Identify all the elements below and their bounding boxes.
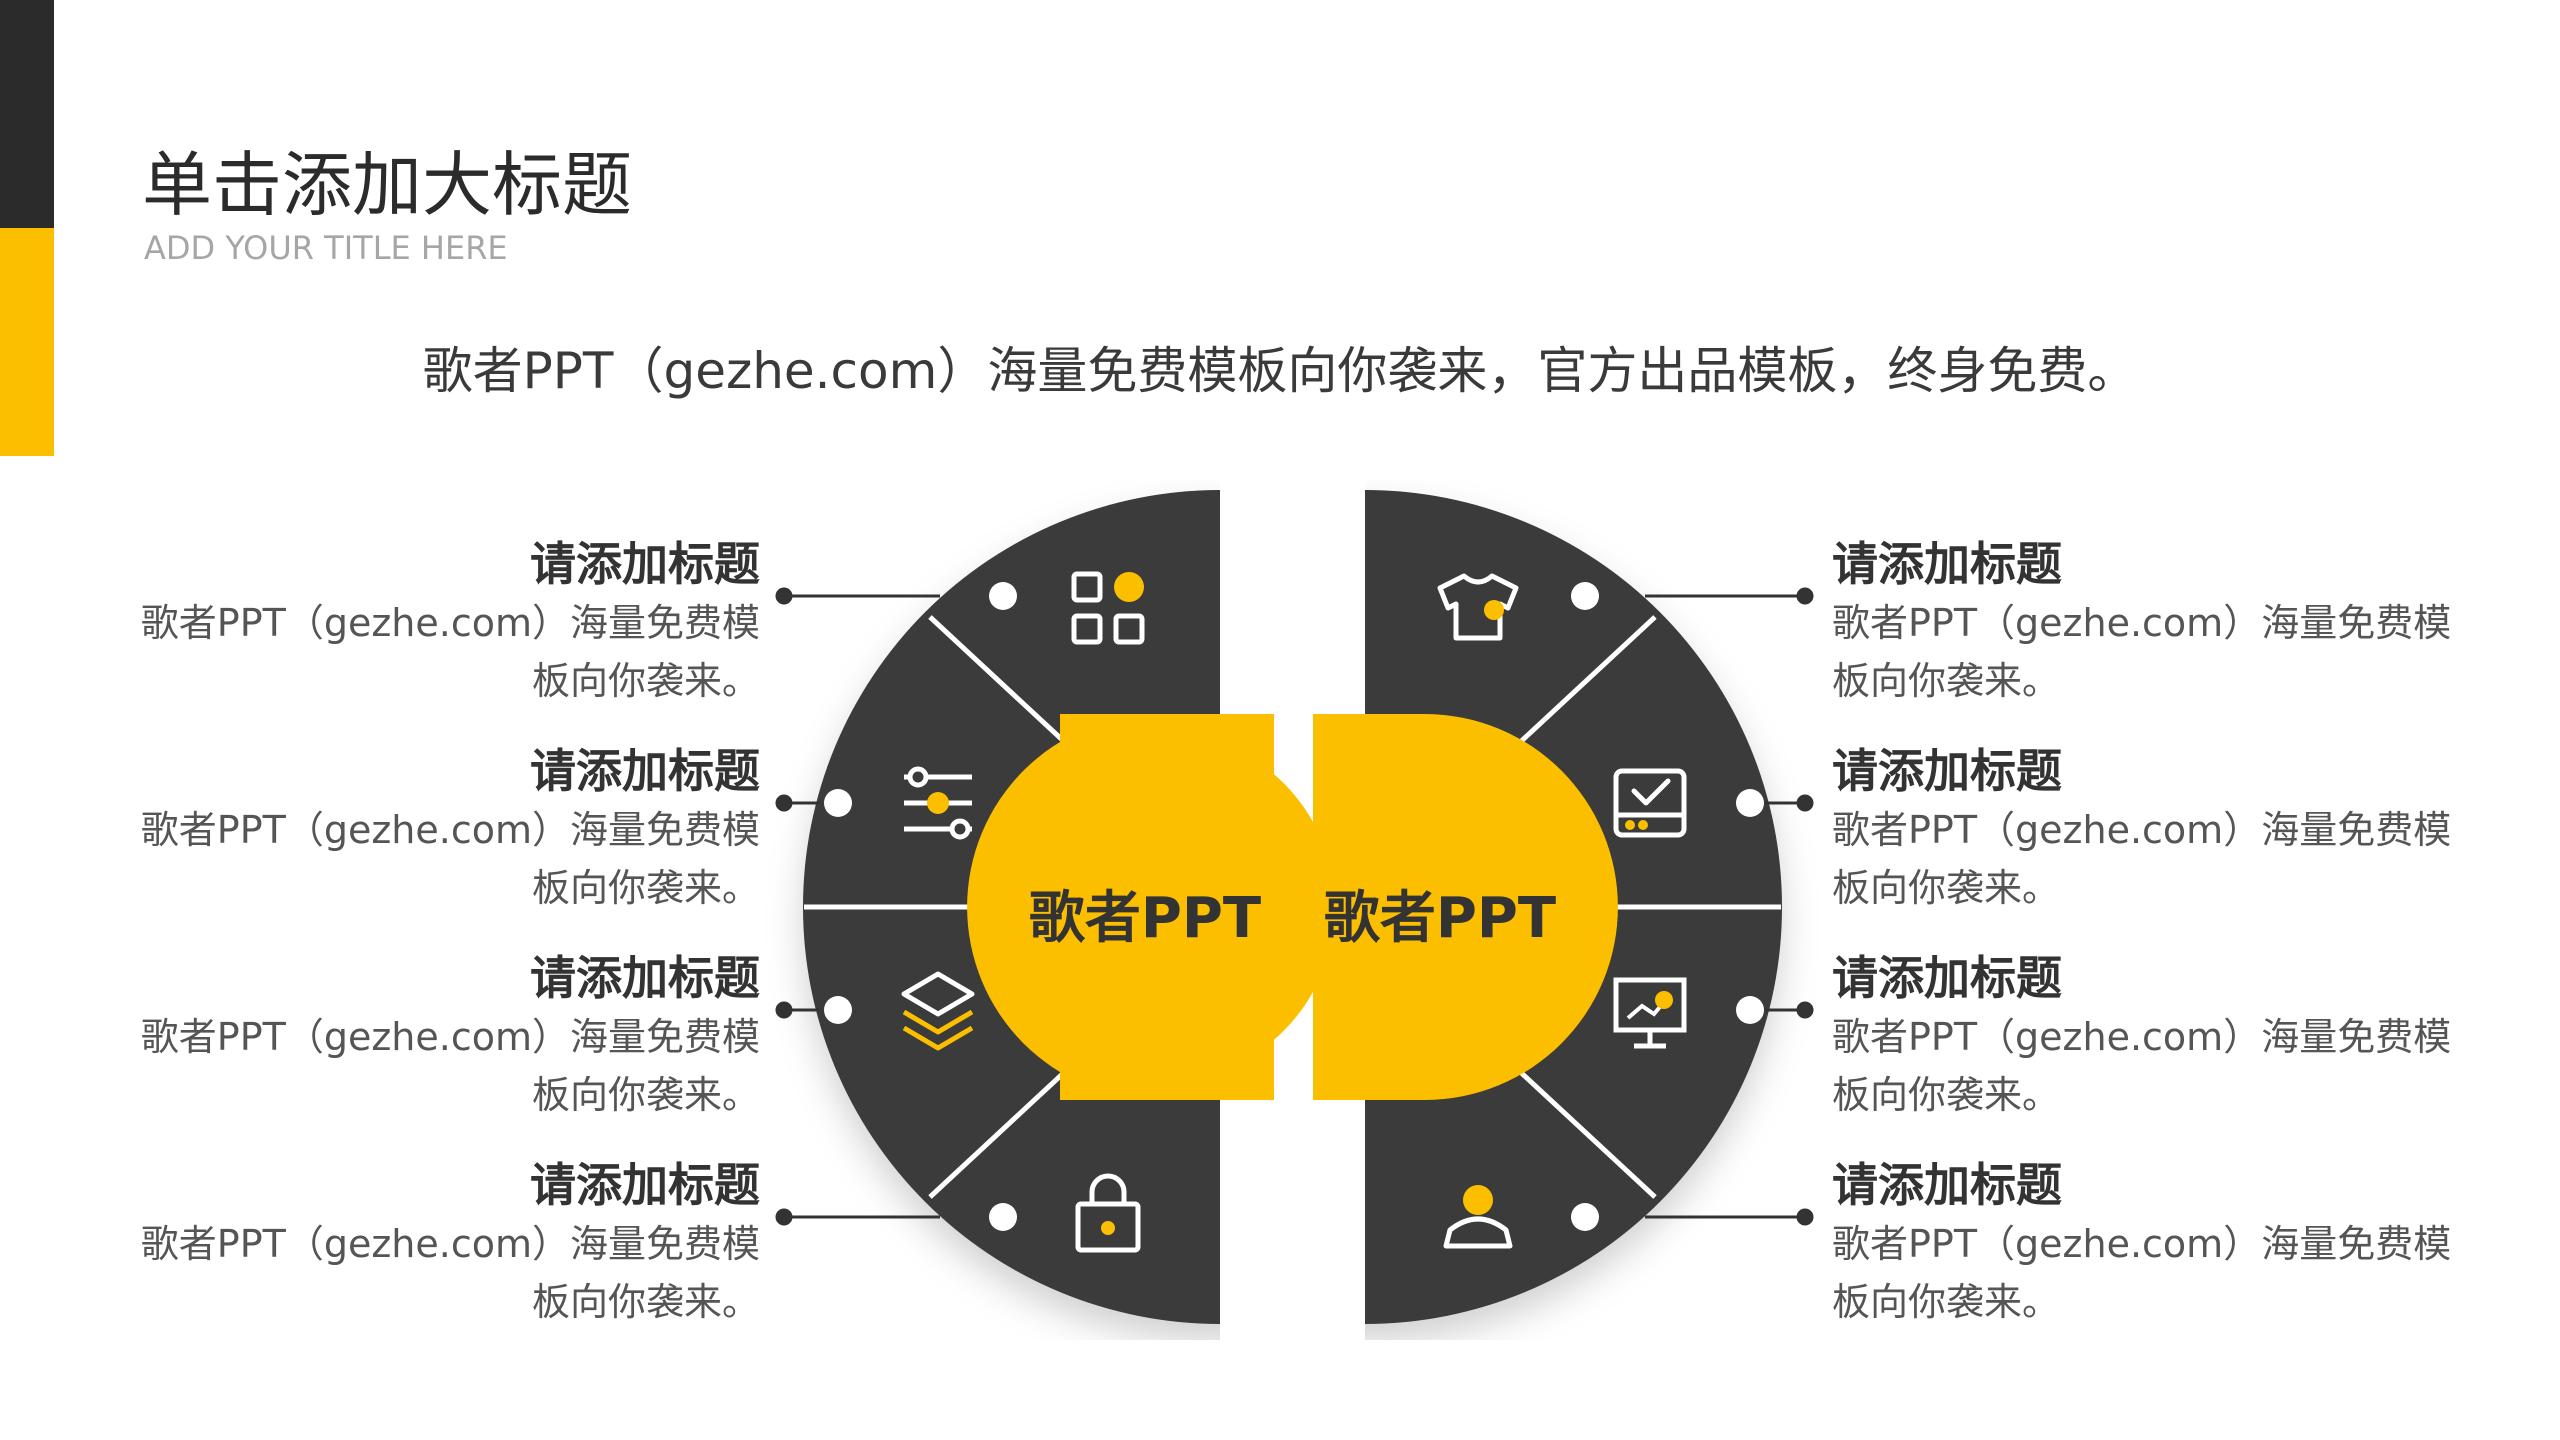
item-body[interactable]: 歌者PPT（gezhe.com）海量免费模板向你袭来。 (140, 808, 760, 910)
right-item-4: 请添加标题 歌者PPT（gezhe.com）海量免费模板向你袭来。 (1832, 1157, 2472, 1331)
right-item-2: 请添加标题 歌者PPT（gezhe.com）海量免费模板向你袭来。 (1832, 743, 2472, 917)
accent-bar-dark (0, 0, 54, 228)
left-item-2: 请添加标题 歌者PPT（gezhe.com）海量免费模板向你袭来。 (120, 743, 760, 917)
left-center-shape (967, 714, 1274, 1100)
left-item-1: 请添加标题 歌者PPT（gezhe.com）海量免费模板向你袭来。 (120, 536, 760, 710)
lock-icon (1075, 1173, 1141, 1253)
presentation-chart-icon (1613, 977, 1687, 1049)
item-title[interactable]: 请添加标题 (530, 537, 760, 591)
left-white-dots (824, 582, 1017, 1231)
right-item-3: 请添加标题 歌者PPT（gezhe.com）海量免费模板向你袭来。 (1832, 950, 2472, 1124)
right-item-1: 请添加标题 歌者PPT（gezhe.com）海量免费模板向你袭来。 (1832, 536, 2472, 710)
item-title[interactable]: 请添加标题 (530, 951, 760, 1005)
accent-bar-yellow (0, 228, 54, 456)
item-body[interactable]: 歌者PPT（gezhe.com）海量免费模板向你袭来。 (140, 1222, 760, 1324)
description-text[interactable]: 歌者PPT（gezhe.com）海量免费模板向你袭来，官方出品模板，终身免费。 (422, 342, 2138, 400)
item-body[interactable]: 歌者PPT（gezhe.com）海量免费模板向你袭来。 (1832, 1222, 2452, 1324)
right-white-dots (1571, 582, 1764, 1231)
item-title[interactable]: 请添加标题 (1832, 744, 2062, 798)
item-title[interactable]: 请添加标题 (1832, 537, 2062, 591)
item-title[interactable]: 请添加标题 (530, 744, 760, 798)
item-title[interactable]: 请添加标题 (1832, 951, 2062, 1005)
sliders-icon (904, 766, 972, 840)
right-connectors (1645, 587, 1814, 1226)
item-body[interactable]: 歌者PPT（gezhe.com）海量免费模板向你袭来。 (140, 601, 760, 703)
apps-grid-icon (1071, 571, 1145, 645)
page-title[interactable]: 单击添加大标题 (142, 144, 632, 226)
right-center-label[interactable]: 歌者PPT (1324, 886, 1556, 951)
checkbox-icon (1613, 768, 1687, 838)
item-title[interactable]: 请添加标题 (530, 1158, 760, 1212)
left-center-label[interactable]: 歌者PPT (1029, 886, 1261, 951)
item-body[interactable]: 歌者PPT（gezhe.com）海量免费模板向你袭来。 (140, 1015, 760, 1117)
right-center-shape (1313, 714, 1618, 1100)
left-item-4: 请添加标题 歌者PPT（gezhe.com）海量免费模板向你袭来。 (120, 1157, 760, 1331)
left-item-3: 请添加标题 歌者PPT（gezhe.com）海量免费模板向你袭来。 (120, 950, 760, 1124)
left-connectors (775, 587, 940, 1226)
page-subtitle[interactable]: ADD YOUR TITLE HERE (144, 229, 508, 267)
user-icon (1443, 1185, 1513, 1249)
tshirt-icon (1437, 573, 1519, 641)
layers-icon (901, 971, 975, 1051)
item-body[interactable]: 歌者PPT（gezhe.com）海量免费模板向你袭来。 (1832, 808, 2452, 910)
item-body[interactable]: 歌者PPT（gezhe.com）海量免费模板向你袭来。 (1832, 1015, 2452, 1117)
item-title[interactable]: 请添加标题 (1832, 1158, 2062, 1212)
item-body[interactable]: 歌者PPT（gezhe.com）海量免费模板向你袭来。 (1832, 601, 2452, 703)
